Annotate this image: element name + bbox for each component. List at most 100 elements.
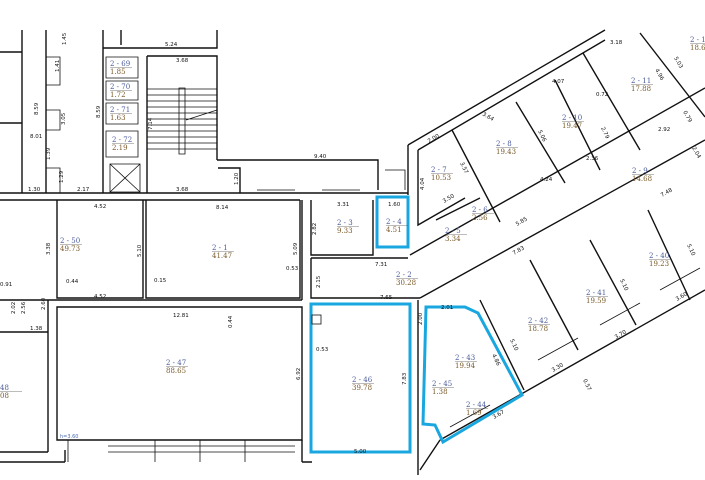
room-area: 2.56 bbox=[472, 214, 488, 222]
room-label[interactable]: 2 - 451.38 bbox=[432, 380, 454, 396]
dimension-label: 3.30 bbox=[551, 362, 565, 374]
dimension-label: 5.10 bbox=[685, 243, 696, 257]
dimension-label: 7.48 bbox=[660, 187, 674, 199]
dimension-label: 5.10 bbox=[508, 338, 519, 352]
dimension-label: 2.00 bbox=[418, 312, 424, 325]
room-number: 2 - 40 bbox=[649, 252, 669, 260]
room-label[interactable]: 2 - 44.51 bbox=[386, 218, 408, 234]
dimension-label: 1.60 bbox=[388, 202, 401, 208]
dimension-label: 8.01 bbox=[30, 134, 42, 140]
room-label[interactable]: 2 - 722.19 bbox=[112, 136, 134, 152]
room-area: 88.65 bbox=[166, 367, 186, 375]
room-number: 2 - 72 bbox=[112, 136, 132, 144]
room-label[interactable]: 2 - 819.43 bbox=[496, 140, 518, 156]
room-area: 19.94 bbox=[455, 362, 476, 370]
dimension-label: 3.57 bbox=[458, 161, 469, 175]
dimension-label: 3.50 bbox=[442, 193, 456, 205]
room-label[interactable]: 2 - 691.85 bbox=[110, 60, 132, 76]
room-label[interactable]: 2 - 141.47 bbox=[212, 244, 234, 260]
dimension-label: 2.15 bbox=[316, 275, 322, 288]
dimension-label: 9.40 bbox=[314, 154, 327, 160]
room-area: 1.63 bbox=[110, 114, 126, 122]
room-area: 18.65 bbox=[690, 44, 705, 52]
room-label[interactable]: 2 - 711.63 bbox=[110, 106, 132, 122]
room-number: 2 - 11 bbox=[631, 77, 651, 85]
room-label[interactable]: 2 - 62.56 bbox=[472, 206, 494, 222]
room-number: 2 - 9 bbox=[632, 167, 648, 175]
room-label[interactable]: 2 - 1218.65 bbox=[690, 36, 705, 52]
dimension-label: 5.03 bbox=[672, 56, 684, 70]
dimension-label: 3.67 bbox=[492, 409, 506, 421]
unit-2-43-outline[interactable] bbox=[421, 305, 525, 445]
dimension-label: 4.07 bbox=[552, 79, 565, 85]
dimension-label: 5.10 bbox=[618, 278, 629, 292]
room-labels: 2 - 691.85 2 - 701.72 2 - 711.63 2 - 722.19… bbox=[0, 36, 705, 417]
room-area: 19.23 bbox=[649, 260, 669, 268]
room-number: 2 - 7 bbox=[431, 166, 447, 174]
room-label[interactable]: 2 - 53.34 bbox=[445, 227, 467, 243]
room-area: 19.59 bbox=[586, 297, 606, 305]
dimension-label: 3.05 bbox=[61, 112, 67, 125]
dimension-label: 5.85 bbox=[515, 216, 529, 228]
dimension-label: 1.20 bbox=[234, 172, 240, 185]
dimension-label: 2.04 bbox=[690, 146, 702, 160]
dimension-label: 7.83 bbox=[402, 372, 408, 385]
walls bbox=[0, 29, 705, 475]
room-area: 19.43 bbox=[496, 148, 516, 156]
room-label[interactable]: 2 - 39.33 bbox=[337, 219, 359, 235]
dimension-label: 0.53 bbox=[286, 266, 299, 272]
unit-2-4-outline[interactable] bbox=[375, 195, 410, 249]
room-label[interactable]: 2 - 710.53 bbox=[431, 166, 453, 182]
dimension-label: 1.30 bbox=[28, 187, 41, 193]
dimension-label: 0.44 bbox=[66, 279, 79, 285]
room-label[interactable]: 2 - 441.69 bbox=[466, 401, 488, 417]
room-number: 2 - 70 bbox=[110, 83, 130, 91]
dimension-label: 0.53 bbox=[316, 347, 329, 353]
dimension-label: 0.57 bbox=[581, 378, 592, 392]
room-area: 1.72 bbox=[110, 91, 126, 99]
dimension-label: 3.68 bbox=[176, 187, 189, 193]
dimension-label: 2.56 bbox=[21, 301, 27, 314]
dimension-label: 1.29 bbox=[59, 170, 65, 183]
room-area: 41.47 bbox=[212, 252, 232, 260]
dimension-label: 2.17 bbox=[77, 187, 90, 193]
room-label[interactable]: 2 - 701.72 bbox=[110, 83, 132, 99]
room-label[interactable]: 2 - 230.28 bbox=[396, 271, 418, 287]
dimension-label: 5.10 bbox=[137, 244, 143, 257]
dimension-label: 2.92 bbox=[658, 127, 670, 133]
room-number: 2 - 6 bbox=[472, 206, 488, 214]
room-number: 2 - 45 bbox=[432, 380, 452, 388]
ceiling-height-note: h=3.60 bbox=[60, 434, 79, 440]
dimension-label: 1.45 bbox=[62, 32, 68, 45]
room-number: 2 - 69 bbox=[110, 60, 130, 68]
room-label[interactable]: 2 - 914.68 bbox=[632, 167, 654, 183]
dimension-label: 0.91 bbox=[0, 282, 12, 288]
room-number: 2 - 1 bbox=[212, 244, 228, 252]
dimension-label: 3.64 bbox=[481, 112, 495, 124]
dimension-label: 7.14 bbox=[148, 117, 154, 130]
room-area: 14.68 bbox=[632, 175, 652, 183]
dimension-label: 0.44 bbox=[228, 315, 234, 328]
dimension-label: 8.14 bbox=[216, 205, 229, 211]
dimension-label: 8.59 bbox=[34, 102, 40, 115]
dimension-label: 7.31 bbox=[375, 262, 387, 268]
room-number: 2 - 42 bbox=[528, 317, 548, 325]
dimension-label: 5.09 bbox=[293, 242, 299, 255]
unit-2-46-outline[interactable] bbox=[309, 302, 412, 454]
room-area: 4.51 bbox=[386, 226, 402, 234]
dimension-label: 2.02 bbox=[11, 302, 17, 314]
dimension-label: 2.60 bbox=[41, 297, 47, 310]
dimension-label: 2.36 bbox=[586, 156, 599, 162]
dimension-label: 4.52 bbox=[94, 294, 106, 300]
